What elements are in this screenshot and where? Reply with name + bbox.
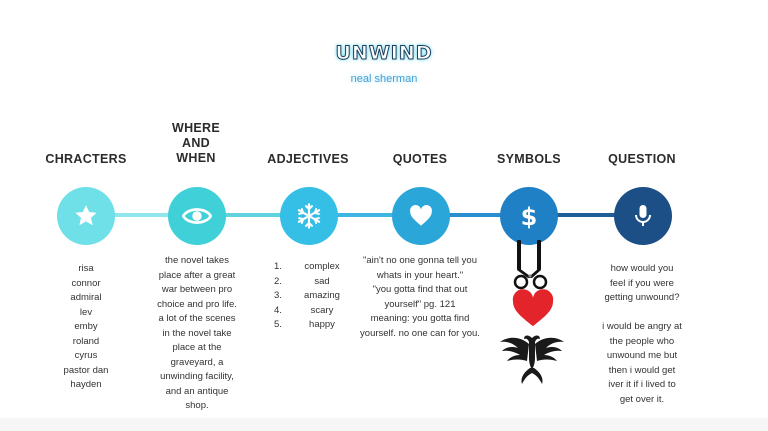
author-subtitle: neal sherman	[350, 73, 418, 85]
text-line	[592, 306, 692, 321]
snowflake-icon	[297, 203, 321, 229]
quotes-circle	[392, 187, 450, 245]
heading-quotes: QUOTES	[392, 152, 448, 166]
list-item: 3.amazing	[274, 290, 340, 301]
text-line: and an antique	[165, 385, 229, 397]
list-item: lev	[79, 306, 93, 318]
list-item: emby	[74, 321, 98, 332]
text-line: getting unwound?	[604, 292, 680, 303]
quotes-text: "ain't no one gonna tell you whats in yo…	[356, 254, 484, 341]
heading-question: QUESTION	[608, 152, 676, 166]
text-line: meaning: you gotta find	[370, 313, 470, 324]
text-line: whats in your heart."	[376, 269, 464, 281]
timeline-segment	[336, 213, 394, 217]
heading-line: WHERE	[171, 121, 221, 135]
list-item: connor	[71, 277, 101, 289]
text-line: war between pro	[161, 284, 233, 295]
timeline-segment	[556, 213, 616, 217]
list-item: 2.sad	[274, 275, 330, 287]
text-line: choice and pro life.	[157, 298, 237, 310]
text-line: place after a great	[158, 269, 236, 281]
list-item: hayden	[70, 379, 102, 390]
text-line: the novel takes	[165, 255, 229, 266]
scissors-icon	[513, 240, 548, 290]
heart-icon	[410, 205, 432, 226]
list-item: 5.happy	[274, 319, 335, 330]
timeline-segment	[224, 213, 282, 217]
timeline-segment	[448, 213, 504, 217]
text-line: iver it if i lived to	[608, 379, 676, 390]
text-line: unwinding facility,	[160, 371, 234, 382]
timeline-segment	[112, 213, 170, 217]
heading-characters: CHRACTERS	[45, 152, 127, 166]
text-line: i would be angry at	[602, 321, 682, 332]
text-line: graveyard, a	[170, 356, 224, 368]
text-line: unwound me but	[606, 350, 678, 361]
svg-text:$: $	[521, 203, 538, 230]
text-line: shop.	[185, 400, 209, 411]
question-circle	[614, 187, 672, 245]
question-text: how would you feel if you were getting u…	[592, 262, 692, 407]
eye-icon	[182, 208, 212, 224]
characters-circle	[57, 187, 115, 245]
adjectives-circle	[280, 187, 338, 245]
where-when-text: the novel takes place after a great war …	[141, 254, 253, 414]
bottom-strip	[0, 418, 768, 431]
list-item: admiral	[70, 292, 102, 303]
text-line: feel if you were	[610, 277, 674, 289]
text-line: then i would get	[608, 364, 676, 376]
list-item: pastor dan	[63, 364, 109, 376]
heading-where-and-when: WHERE AND WHEN	[141, 121, 251, 166]
heading-line: AND	[182, 136, 210, 150]
list-item: 4.scary	[274, 304, 334, 316]
text-line: how would you	[610, 263, 674, 274]
text-line: place at the	[172, 342, 222, 353]
heading-adjectives: ADJECTIVES	[267, 152, 349, 166]
where-when-circle	[168, 187, 226, 245]
star-icon	[75, 205, 97, 226]
characters-list: risa connor admiral lev emby roland cyru…	[36, 262, 136, 393]
text-line: yourself. no one can for you.	[360, 327, 480, 339]
heading-symbols: SYMBOLS	[497, 152, 561, 166]
text-line: "you gotta find that out	[372, 284, 468, 295]
list-item: roland	[72, 335, 100, 347]
adjectives-list: 1.complex 2.sad 3.amazing 4.scary 5.happ…	[270, 260, 350, 333]
text-line: in the novel take	[162, 327, 232, 339]
list-item: 1.complex	[274, 261, 340, 272]
text-line: "ain't no one gonna tell you	[363, 255, 477, 266]
text-line: the people who	[609, 335, 675, 347]
heading-line: WHEN	[176, 151, 216, 165]
text-line: get over it.	[619, 393, 665, 405]
list-item: risa	[78, 263, 94, 274]
list-item: cyrus	[74, 350, 98, 361]
page-title: UNWIND	[335, 42, 433, 65]
microphone-icon	[635, 205, 651, 226]
text-line: yourself" pg. 121	[384, 298, 456, 310]
red-heart-icon	[512, 289, 554, 327]
symbols-circle: $	[500, 187, 558, 245]
phoenix-icon	[500, 335, 564, 384]
text-line: a lot of the scenes	[158, 313, 236, 324]
dollar-icon: $	[521, 203, 538, 230]
